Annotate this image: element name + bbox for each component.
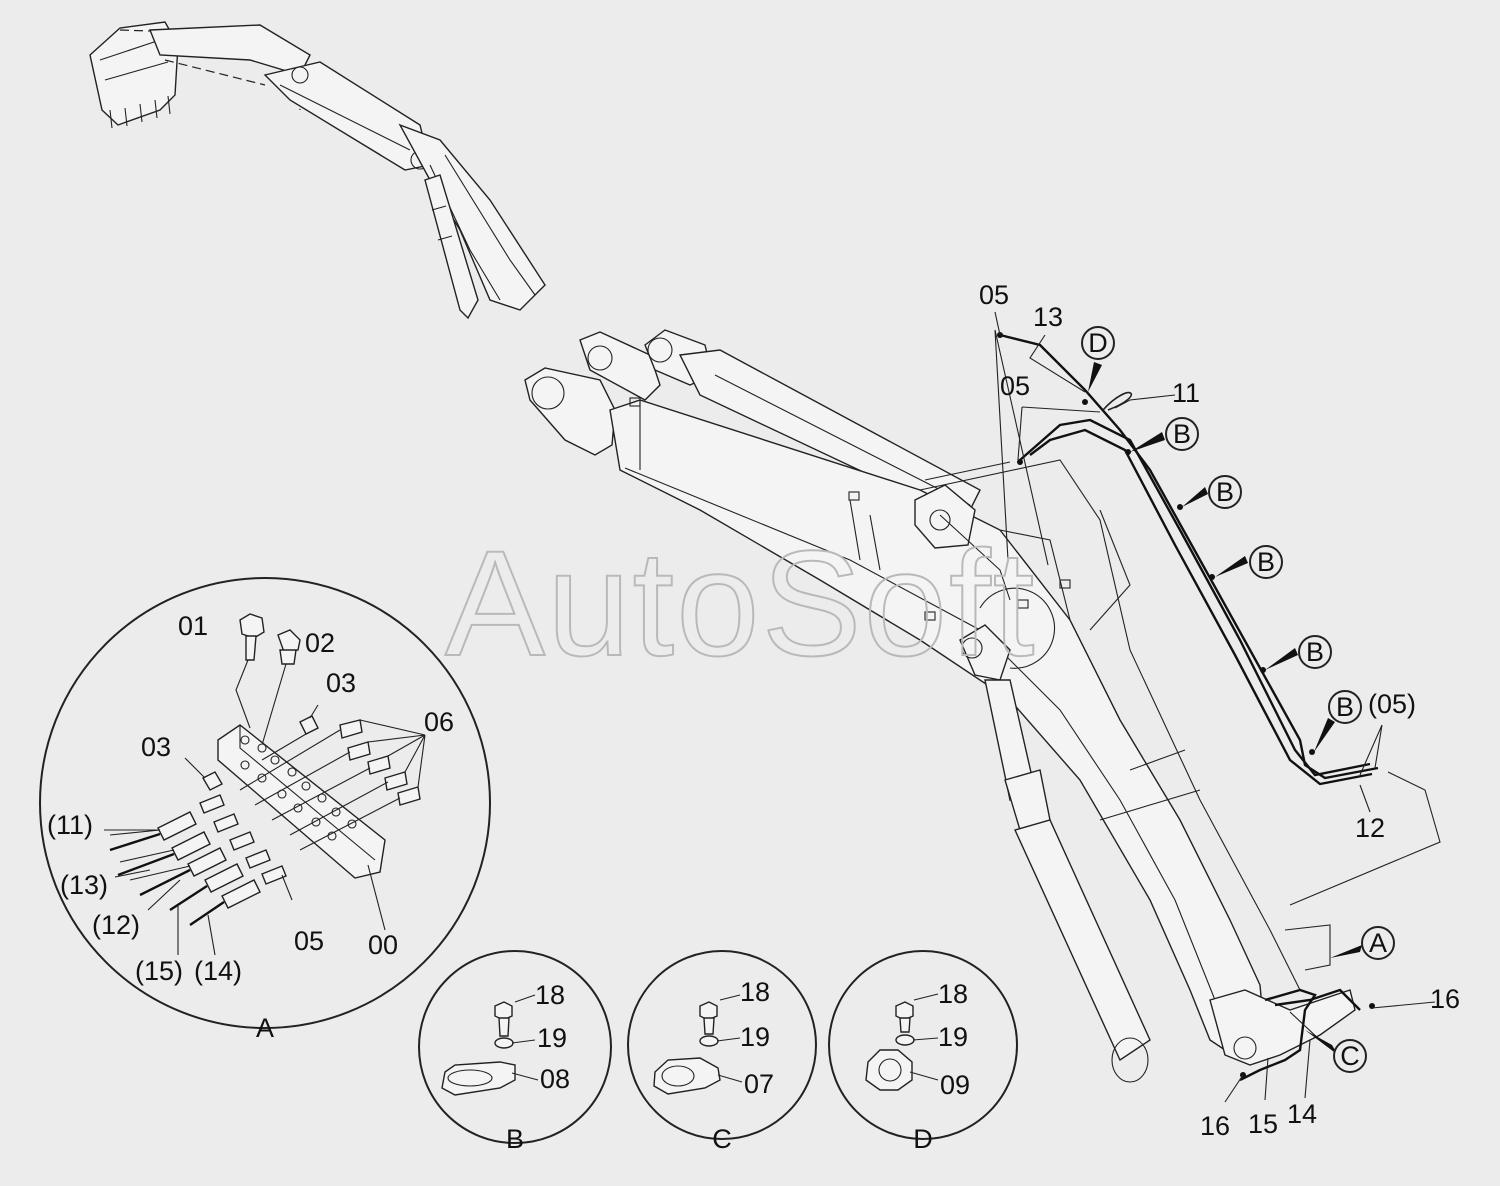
callouts: 05 13 05 11 (05) 12 16 16 15 14 xyxy=(979,280,1460,1141)
marker-d-circle xyxy=(1081,326,1115,360)
detail-b: 18 19 08 B xyxy=(418,950,612,1154)
callout-16-bottom: 16 xyxy=(1200,1111,1230,1141)
detail-a-label-06: 06 xyxy=(424,707,454,737)
detail-a-label-13: (13) xyxy=(60,870,108,900)
bolt-18-d xyxy=(895,1001,914,1033)
marker-b1-circle xyxy=(1165,417,1199,451)
watermark: AutoSoft xyxy=(445,519,1036,687)
detail-a: 01 02 03 03 06 (11) (13) (12) (15) (14) … xyxy=(39,577,491,1043)
marker-b5: B xyxy=(1336,692,1354,722)
fitting-03-left xyxy=(184,757,223,791)
marker-b5-circle xyxy=(1328,690,1362,724)
clamp-09 xyxy=(865,1049,913,1091)
detail-b-caption: B xyxy=(506,1124,524,1154)
boom-small xyxy=(398,123,546,320)
detail-a-label-15: (15) xyxy=(135,956,183,986)
fittings-06 xyxy=(239,719,426,851)
callout-12: 12 xyxy=(1355,813,1385,843)
detail-d-caption: D xyxy=(913,1124,933,1154)
view-markers: D B B B B B A C xyxy=(1081,326,1395,1073)
detail-d-label-18: 18 xyxy=(938,979,968,1009)
washer-19-b xyxy=(494,1037,514,1049)
detail-c: 18 19 07 C xyxy=(627,950,817,1154)
detail-a-label-11: (11) xyxy=(47,810,93,840)
marker-b4-circle xyxy=(1298,635,1332,669)
marker-b3: B xyxy=(1257,547,1275,577)
detail-a-caption: A xyxy=(256,1013,274,1043)
bolt-18-b xyxy=(494,1001,513,1037)
overview-excavator xyxy=(89,21,546,320)
detail-a-label-05: 05 xyxy=(294,926,324,956)
marker-c-circle xyxy=(1333,1039,1367,1073)
detail-d: 18 19 09 D xyxy=(828,950,1018,1154)
arm xyxy=(148,24,431,171)
detail-d-circle xyxy=(828,950,1018,1140)
marker-b2-circle xyxy=(1208,475,1242,509)
bolt-18-c xyxy=(699,1001,718,1035)
callout-11: 11 xyxy=(1172,378,1200,408)
callout-05-mid: 05 xyxy=(1000,371,1030,401)
marker-a-circle xyxy=(1361,926,1395,960)
callout-15: 15 xyxy=(1248,1109,1278,1139)
bucket xyxy=(89,21,179,129)
detail-b-circle xyxy=(418,950,612,1144)
bolt-01 xyxy=(235,613,265,729)
marker-a: A xyxy=(1369,928,1387,958)
detail-c-label-19: 19 xyxy=(740,1022,770,1052)
marker-b3-circle xyxy=(1249,545,1283,579)
plug-02 xyxy=(261,629,301,746)
detail-d-label-09: 09 xyxy=(940,1070,970,1100)
fitting-03-right xyxy=(261,704,319,761)
detail-a-label-14: (14) xyxy=(194,956,242,986)
detail-a-label-03-right: 03 xyxy=(326,668,356,698)
callout-13-top: 13 xyxy=(1033,302,1063,332)
detail-a-circle xyxy=(39,577,491,1029)
callout-05-top: 05 xyxy=(979,280,1009,310)
leader-lines xyxy=(924,311,1441,1103)
marker-c: C xyxy=(1340,1041,1360,1071)
marker-d: D xyxy=(1088,328,1108,358)
marker-b2: B xyxy=(1216,477,1234,507)
detail-c-label-18: 18 xyxy=(740,977,770,1007)
detail-b-label-18: 18 xyxy=(535,980,565,1010)
detail-b-label-08: 08 xyxy=(540,1064,570,1094)
detail-a-label-01: 01 xyxy=(178,611,208,641)
detail-b-label-19: 19 xyxy=(537,1023,567,1053)
callout-14: 14 xyxy=(1287,1099,1317,1129)
detail-a-label-12: (12) xyxy=(92,910,140,940)
detail-a-label-00: 00 xyxy=(368,930,398,960)
detail-c-circle xyxy=(627,950,817,1140)
detail-a-label-03-left: 03 xyxy=(141,732,171,762)
hose-ends xyxy=(109,794,287,926)
washer-19-c xyxy=(699,1035,719,1047)
manifold-block-00 xyxy=(217,724,386,879)
callout-05-paren: (05) xyxy=(1368,689,1416,719)
detail-d-label-19: 19 xyxy=(938,1022,968,1052)
callout-16-right: 16 xyxy=(1430,984,1460,1014)
detail-c-label-07: 07 xyxy=(744,1069,774,1099)
detail-a-label-02: 02 xyxy=(305,628,335,658)
detail-c-caption: C xyxy=(712,1124,732,1154)
marker-b1: B xyxy=(1173,419,1191,449)
washer-19-d xyxy=(895,1034,915,1046)
boom-main xyxy=(524,329,1356,1083)
marker-b4: B xyxy=(1306,637,1324,667)
